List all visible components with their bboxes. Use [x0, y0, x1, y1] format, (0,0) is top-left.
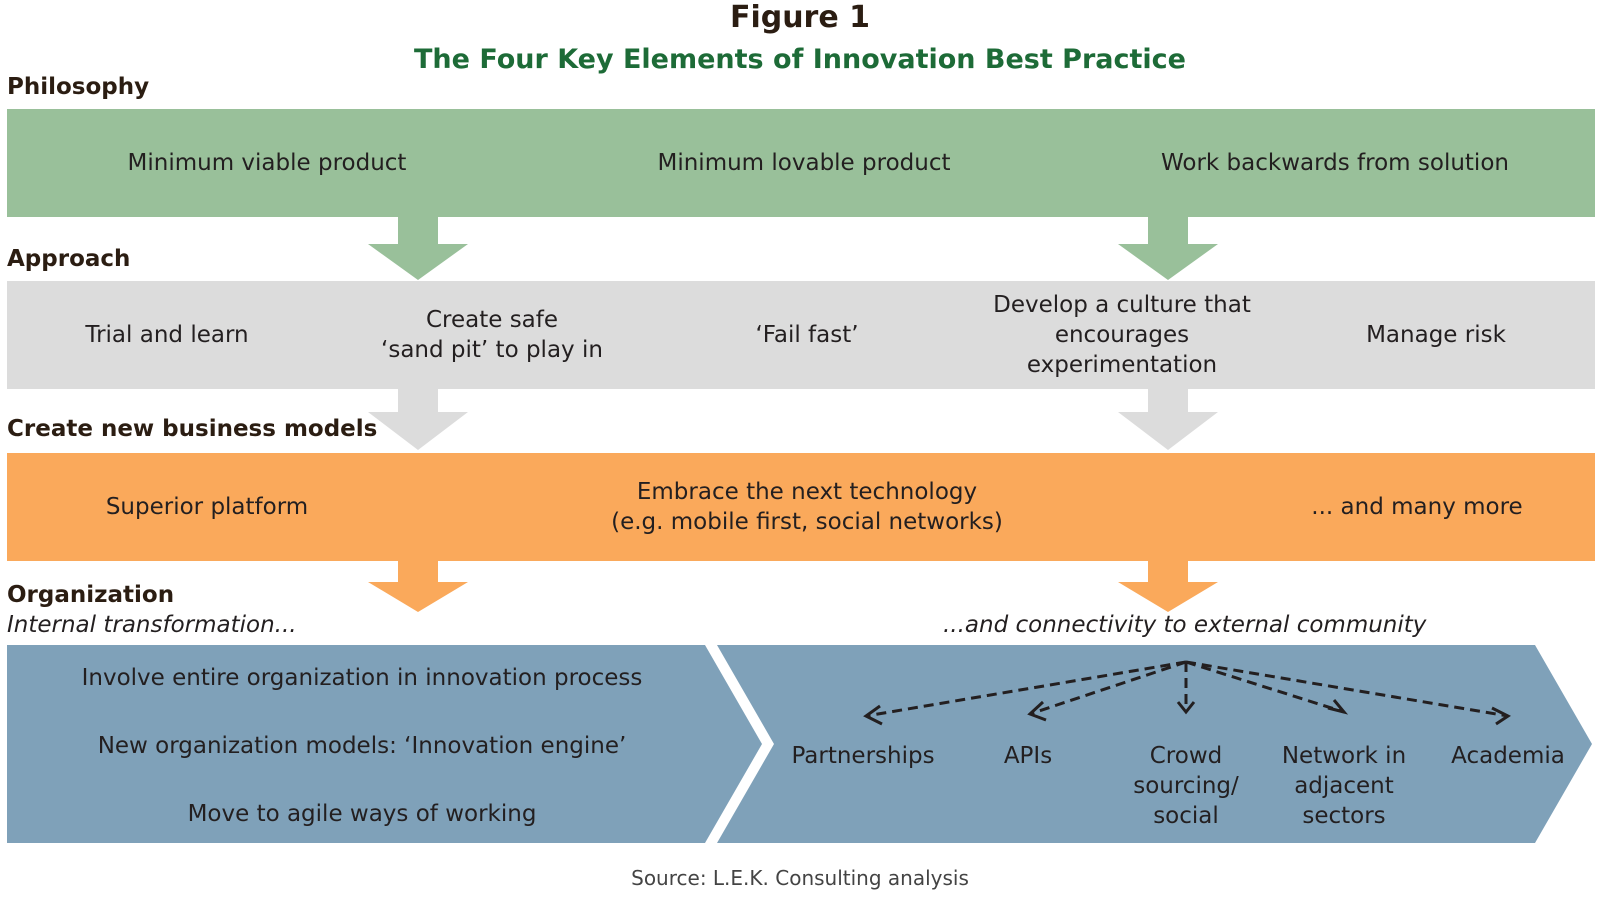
section-label-approach: Approach — [7, 246, 131, 272]
arrow-philosophy-left — [368, 216, 468, 280]
source-note: Source: L.E.K. Consulting analysis — [631, 866, 969, 890]
approach-item: Create safe ‘sand pit’ to play in — [381, 307, 603, 363]
business-models-item: Superior platform — [105, 494, 309, 520]
figure-title: The Four Key Elements of Innovation Best… — [414, 44, 1186, 75]
arrow-approach-left — [368, 386, 468, 450]
external-item: Academia — [1451, 743, 1565, 769]
external-connectivity-label: ...and connectivity to external communit… — [943, 612, 1427, 638]
philosophy-item: Work backwards from solution — [1161, 150, 1509, 176]
figure-number: Figure 1 — [729, 0, 871, 35]
external-item: Network in adjacent sectors — [1281, 743, 1407, 829]
approach-item: ‘Fail fast’ — [755, 322, 859, 348]
approach-item: Manage risk — [1366, 322, 1506, 348]
business-models-item: ... and many more — [1311, 494, 1523, 520]
philosophy-item: Minimum lovable product — [657, 150, 951, 176]
external-chevron — [717, 645, 1592, 843]
internal-item: Involve entire organization in innovatio… — [81, 665, 643, 691]
arrow-philosophy-right — [1118, 216, 1218, 280]
external-community-box: Partnerships APIs Crowd sourcing/ social… — [717, 645, 1595, 843]
external-item: Crowd sourcing/ social — [1133, 743, 1239, 829]
arrow-business-left — [368, 558, 468, 612]
internal-transformation-box: Involve entire organization in innovatio… — [7, 645, 717, 843]
philosophy-band: Minimum viable product Minimum lovable p… — [7, 109, 1595, 217]
external-item: APIs — [1003, 743, 1053, 769]
internal-item: New organization models: ‘Innovation eng… — [97, 733, 627, 759]
approach-item: Develop a culture that encourages experi… — [993, 292, 1251, 378]
approach-item: Trial and learn — [85, 322, 249, 348]
business-models-item: Embrace the next technology (e.g. mobile… — [611, 479, 1003, 535]
section-label-organization: Organization — [7, 582, 175, 608]
arrow-approach-right — [1118, 386, 1218, 450]
section-label-business-models: Create new business models — [7, 416, 378, 442]
section-label-philosophy: Philosophy — [7, 74, 150, 100]
philosophy-item: Minimum viable product — [127, 150, 407, 176]
external-fan-arrows — [865, 660, 1509, 718]
arrow-business-right — [1118, 558, 1218, 612]
arrowheads — [863, 699, 1511, 726]
external-item: Partnerships — [791, 743, 935, 769]
internal-chevron — [7, 645, 762, 843]
approach-band: Trial and learn Create safe ‘sand pit’ t… — [7, 281, 1595, 389]
internal-transformation-label: Internal transformation... — [7, 612, 297, 638]
business-models-band: Superior platform Embrace the next techn… — [7, 453, 1595, 561]
internal-item: Move to agile ways of working — [187, 801, 537, 827]
